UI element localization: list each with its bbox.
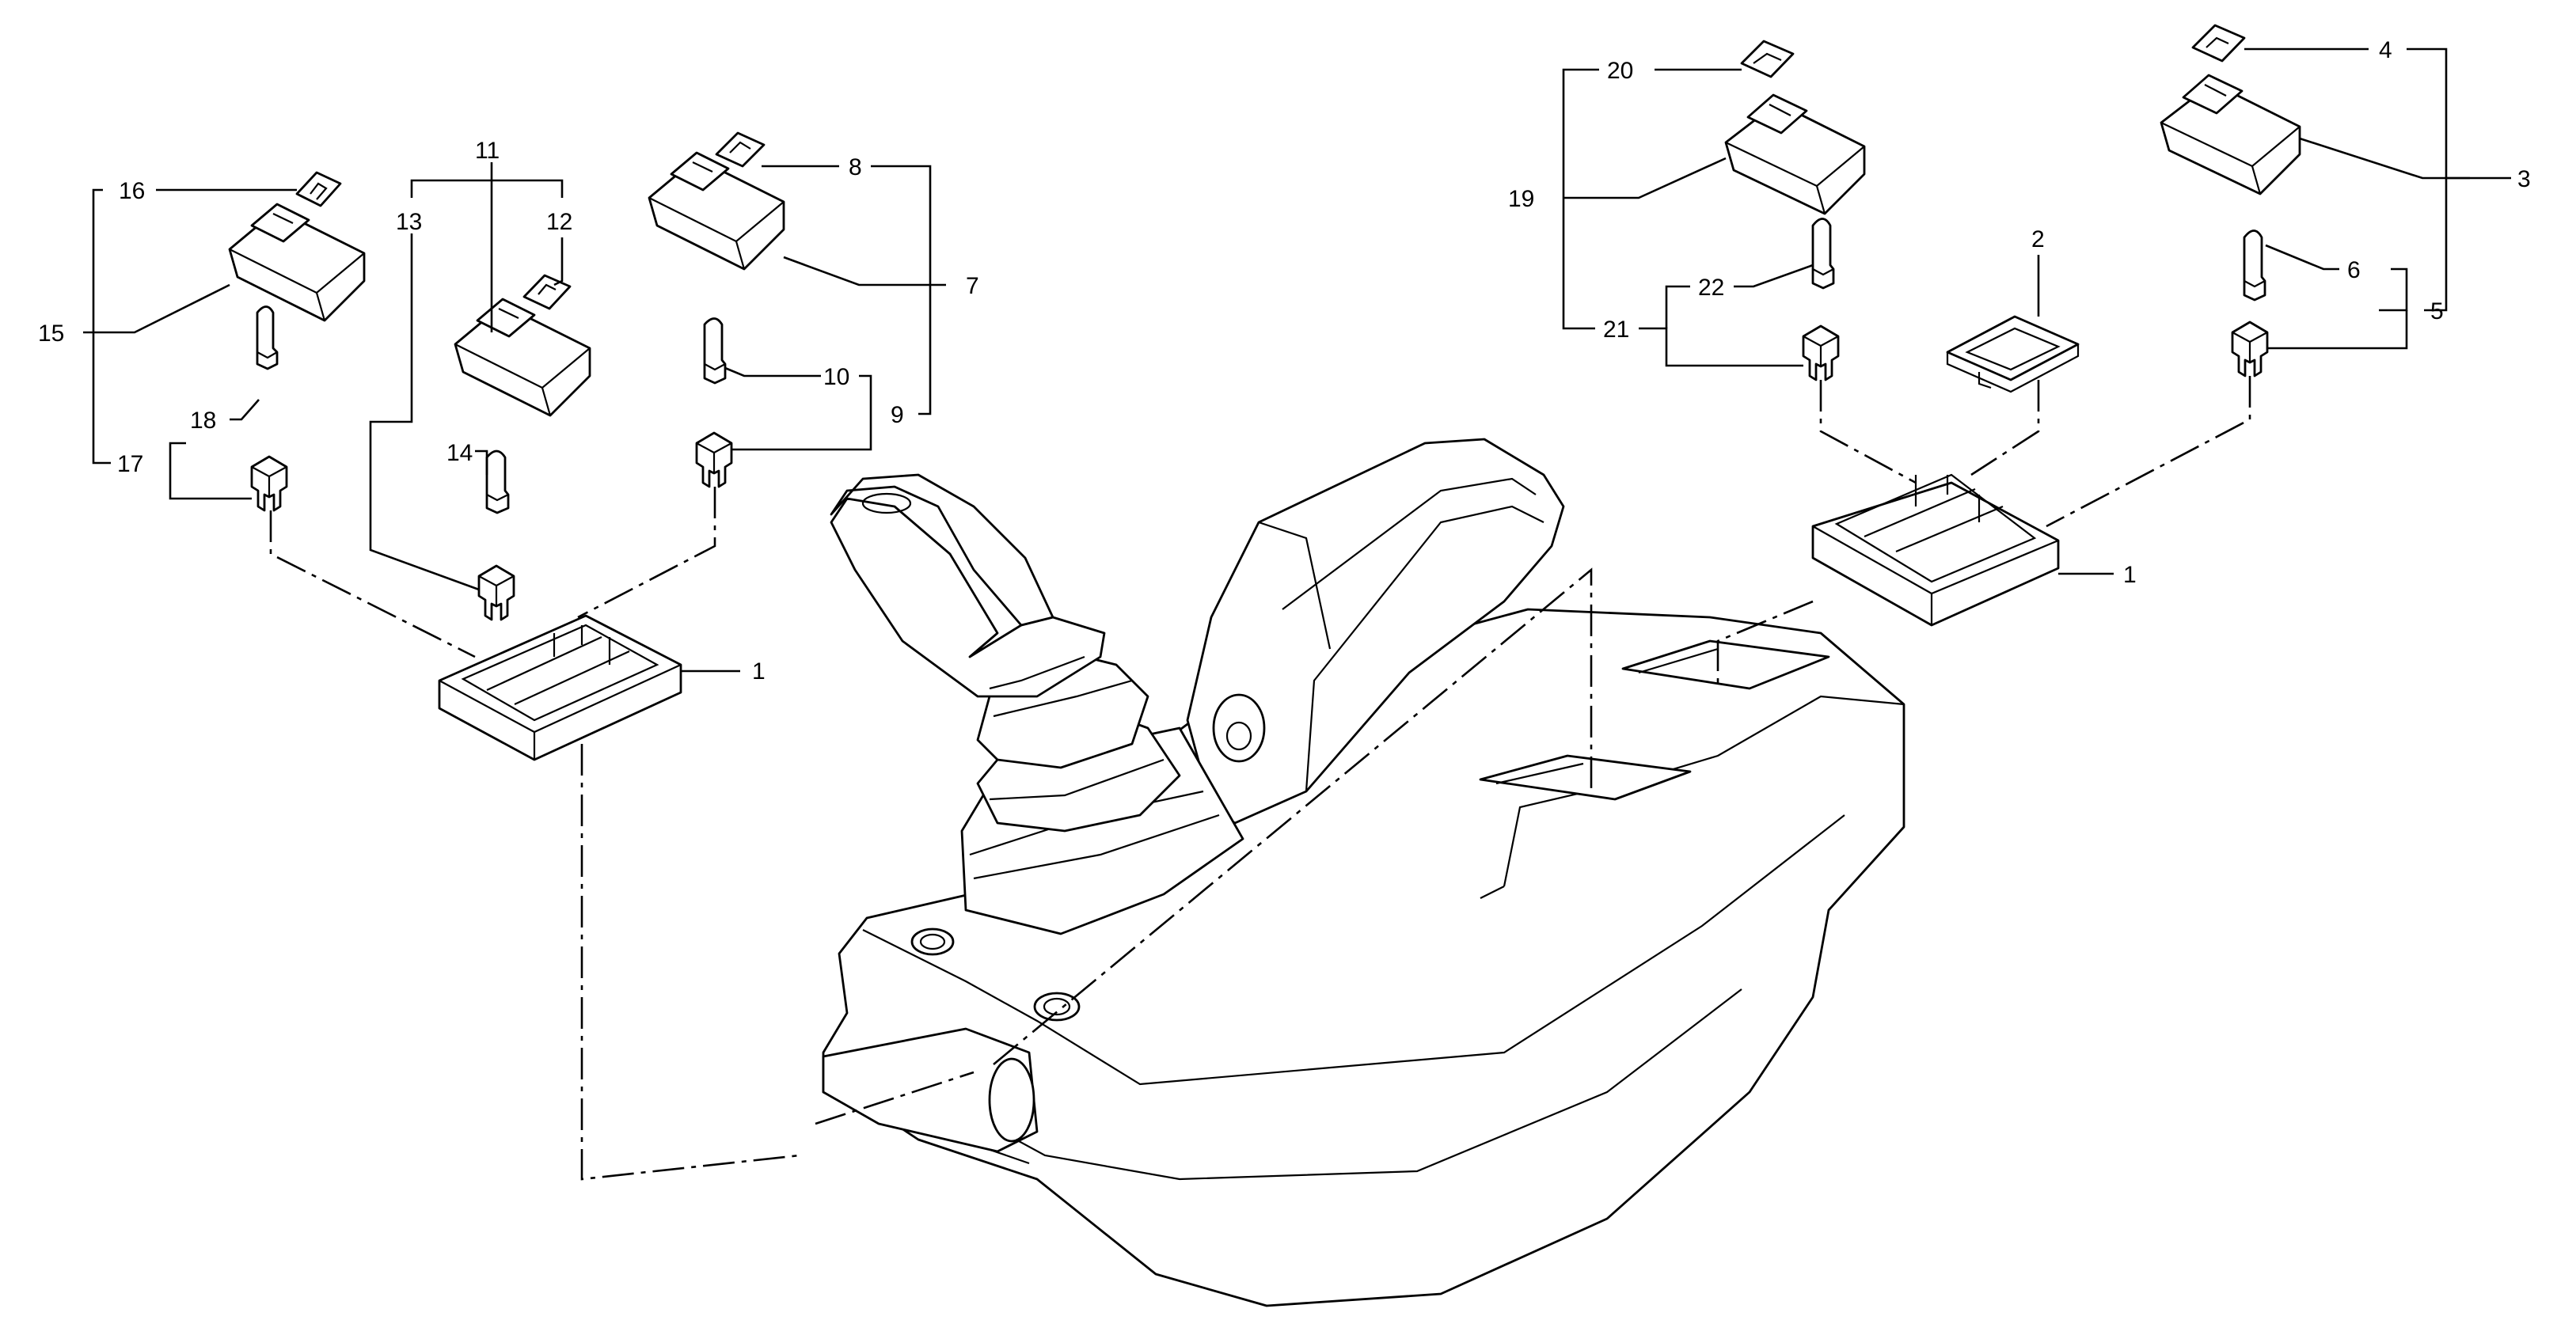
socket-17 — [250, 455, 288, 512]
callout-10: 10 — [823, 364, 849, 390]
right-mounting-frame — [1811, 473, 2060, 627]
callout-3: 3 — [2517, 166, 2531, 192]
leader-lines — [83, 47, 2511, 673]
callout-17: 17 — [117, 451, 143, 477]
symbol-plate-16 — [295, 171, 342, 207]
symbol-plate-4 — [2191, 24, 2246, 63]
rocker-switch-15 — [228, 203, 366, 322]
callout-4: 4 — [2379, 37, 2392, 63]
socket-13 — [477, 564, 515, 621]
armrest — [1186, 438, 1565, 825]
callout-9: 9 — [891, 402, 904, 428]
callout-6: 6 — [2347, 257, 2361, 283]
callout-21: 21 — [1603, 317, 1629, 343]
callout-5: 5 — [2430, 298, 2444, 324]
bulb-18 — [256, 305, 279, 370]
callout-16: 16 — [119, 178, 145, 204]
callout-12: 12 — [546, 209, 572, 235]
console-housing — [822, 608, 1905, 1307]
blank-cover-2 — [1946, 315, 2080, 393]
socket-5 — [2231, 321, 2269, 377]
callout-labels: 1 1 2 3 4 5 6 7 8 9 10 11 12 13 14 15 16… — [38, 37, 2531, 685]
rocker-switch-3 — [2160, 74, 2301, 195]
bulb-22 — [1811, 218, 1835, 290]
callout-7: 7 — [966, 273, 979, 299]
socket-9 — [695, 431, 733, 488]
joystick — [830, 473, 1244, 935]
symbol-plate-8 — [715, 131, 766, 168]
bulb-14 — [485, 449, 510, 514]
assembly-lines — [269, 376, 2251, 1181]
callout-1-left: 1 — [752, 658, 766, 685]
callout-20: 20 — [1607, 58, 1633, 84]
socket-21 — [1802, 324, 1840, 381]
left-mounting-frame — [438, 614, 682, 761]
callout-18: 18 — [190, 408, 216, 434]
rocker-switch-19 — [1724, 93, 1866, 215]
bulb-10 — [703, 317, 727, 385]
symbol-plate-20 — [1740, 40, 1795, 78]
callout-1-right: 1 — [2123, 562, 2137, 588]
callout-2: 2 — [2031, 226, 2045, 252]
callout-15: 15 — [38, 321, 64, 347]
bulb-6 — [2243, 229, 2266, 302]
callout-19: 19 — [1508, 186, 1534, 212]
callout-8: 8 — [849, 154, 862, 180]
rocker-switch-11 — [454, 298, 591, 417]
rocker-switch-7 — [648, 151, 785, 271]
callout-14: 14 — [446, 440, 473, 466]
callout-13: 13 — [396, 209, 422, 235]
callout-11: 11 — [475, 138, 500, 164]
callout-22: 22 — [1698, 275, 1724, 301]
